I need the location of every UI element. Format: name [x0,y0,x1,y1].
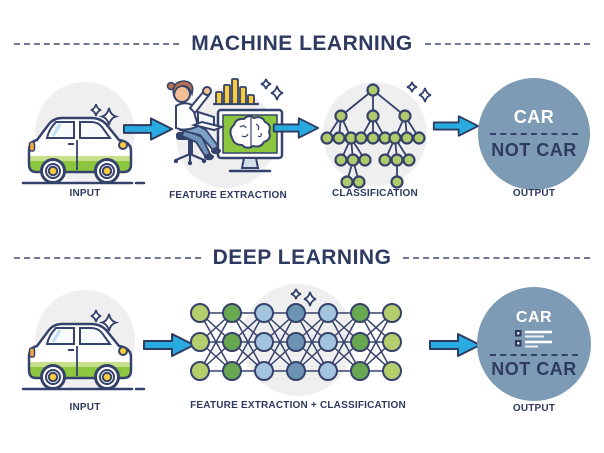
dl-stage-input: INPUT [16,286,154,416]
sparkle-icon [260,78,284,101]
stage-label: CLASSIFICATION [332,188,418,199]
car-icon [21,103,146,185]
output-divider [489,353,579,356]
sparkle-icon [90,309,120,332]
output-class-negative: NOT CAR [491,358,577,379]
stage-label: FEATURE EXTRACTION [169,190,287,201]
ml-stage-classification: CLASSIFICATION [308,80,442,204]
output-class-negative: NOT CAR [491,140,577,160]
output-class-positive: CAR [515,308,553,326]
neural-network-icon [190,288,402,381]
machine-learning-title-row: MACHINE LEARNING [0,30,604,58]
ml-stage-output: CAR NOT CAR OUTPUT [474,74,594,204]
stage-label: INPUT [69,188,101,199]
ml-stage-feature-extraction: FEATURE EXTRACTION [156,72,300,204]
title-dash-right [424,43,590,45]
flow-arrow-icon [272,117,320,139]
output-classification-circle: CAR NOT CAR [477,287,591,401]
flow-arrow-icon [429,333,481,357]
output-classification-circle: CAR NOT CAR [478,78,590,190]
dl-stage-network: FEATURE EXTRACTION + CLASSIFICATION [186,276,410,418]
flow-arrow-icon [432,115,480,137]
output-divider [490,133,578,135]
car-icon [21,309,146,391]
stage-label: OUTPUT [512,188,556,199]
dl-stage-output: CAR NOT CAR OUTPUT [474,282,594,418]
sparkle-icon [290,288,317,307]
flow-arrow-icon [122,117,174,141]
analyst-workstation-icon [166,78,284,173]
checklist-icon [515,329,552,347]
sparkle-icon [90,103,120,126]
title-dash-left [14,43,180,45]
output-class-positive: CAR [513,107,555,127]
stage-label: FEATURE EXTRACTION + CLASSIFICATION [190,400,406,411]
decision-tree-icon [320,81,432,189]
ml-stage-input: INPUT [16,80,154,204]
deep-learning-title: DEEP LEARNING [212,246,392,269]
title-dash-left [14,257,201,259]
title-dash-right [403,257,590,259]
machine-learning-title: MACHINE LEARNING [191,32,413,55]
stage-label: OUTPUT [512,403,556,414]
deep-learning-title-row: DEEP LEARNING [0,244,604,272]
flow-arrow-icon [143,333,195,357]
sparkle-icon [406,81,432,103]
stage-label: INPUT [69,402,101,413]
